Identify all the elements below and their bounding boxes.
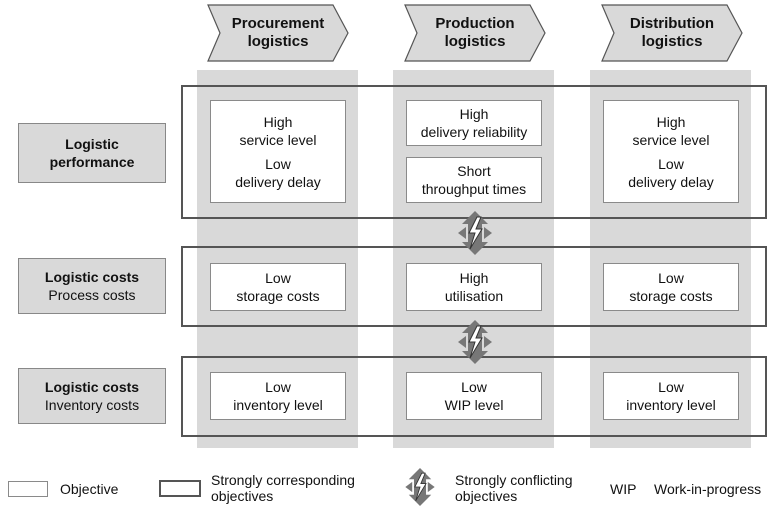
objective-production-utilisation: High utilisation [406, 263, 542, 311]
row-label-logistic-performance: Logistic performance [18, 123, 166, 183]
distribution-header-chevron: Distribution logistics [601, 4, 743, 62]
objective-production-throughput: Short throughput times [406, 157, 542, 203]
row-label-process-costs: Logistic costs Process costs [18, 258, 166, 314]
procurement-header-chevron: Procurement logistics [207, 4, 349, 62]
row-title: Logistic costs [44, 269, 140, 285]
objective-production-wip: Low WIP level [406, 372, 542, 420]
legend-abbr-value: Work-in-progress [654, 481, 762, 497]
legend-conflicting-label: Strongly conflicting objectives [455, 472, 573, 504]
legend-corresponding-swatch [159, 480, 201, 497]
objective-text: High delivery reliability [420, 106, 528, 140]
objective-text: Low delivery delay [628, 155, 714, 190]
legend-conflict-icon [405, 468, 435, 506]
row-title: Logistic costs [44, 379, 140, 395]
objective-text: High service level [239, 113, 317, 148]
objective-distribution-storage: Low storage costs [603, 263, 739, 311]
row-subtitle: Inventory costs [44, 397, 140, 413]
chevron-shape [601, 4, 743, 62]
objective-text: Low inventory level [233, 379, 323, 413]
conflict-arrow-icon [458, 320, 492, 364]
objective-text: Low delivery delay [235, 155, 321, 190]
objective-text: Low storage costs [629, 270, 713, 304]
chevron-shape [404, 4, 546, 62]
objective-distribution-inventory: Low inventory level [603, 372, 739, 420]
chevron-shape [207, 4, 349, 62]
objective-text: High service level [632, 113, 710, 148]
objective-procurement-storage: Low storage costs [210, 263, 346, 311]
row-subtitle: Process costs [48, 287, 136, 303]
legend-corresponding-label: Strongly corresponding objectives [211, 472, 355, 504]
distribution-header-label: Distribution logistics [629, 15, 715, 50]
legend-abbr-key: WIP [610, 481, 637, 497]
row-title: Logistic performance [49, 136, 135, 170]
objective-text: Low inventory level [626, 379, 716, 413]
procurement-header-label: Procurement logistics [231, 15, 325, 50]
objective-production-reliability: High delivery reliability [406, 100, 542, 146]
legend-objective-swatch [8, 481, 48, 497]
objective-distribution-performance: High service level Low delivery delay [603, 100, 739, 203]
legend-objective-label: Objective [60, 481, 119, 497]
production-header-label: Production logistics [435, 15, 515, 50]
row-label-inventory-costs: Logistic costs Inventory costs [18, 368, 166, 424]
conflict-arrow-icon [458, 211, 492, 255]
objective-procurement-performance: High service level Low delivery delay [210, 100, 346, 203]
objective-text: Low WIP level [444, 379, 504, 413]
objective-text: High utilisation [444, 270, 504, 304]
objective-text: Low storage costs [236, 270, 320, 304]
objective-procurement-inventory: Low inventory level [210, 372, 346, 420]
production-header-chevron: Production logistics [404, 4, 546, 62]
objective-text: Short throughput times [421, 163, 527, 197]
